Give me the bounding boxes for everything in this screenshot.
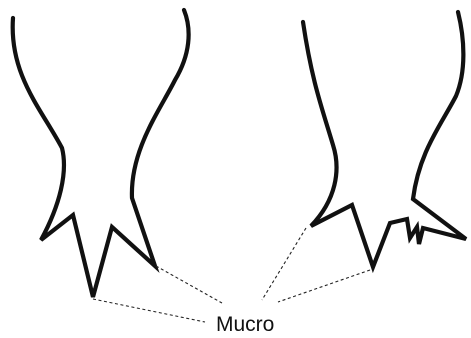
leader-line-right-lower-tip bbox=[278, 270, 370, 302]
mucro-label: Mucro bbox=[216, 313, 274, 336]
left-specimen-outline bbox=[13, 10, 189, 297]
leader-line-left-lower-tip bbox=[93, 299, 205, 322]
right-specimen-outline bbox=[303, 12, 466, 267]
leader-line-right-left-tip bbox=[262, 228, 306, 300]
leader-line-left-right-tip bbox=[156, 266, 222, 303]
